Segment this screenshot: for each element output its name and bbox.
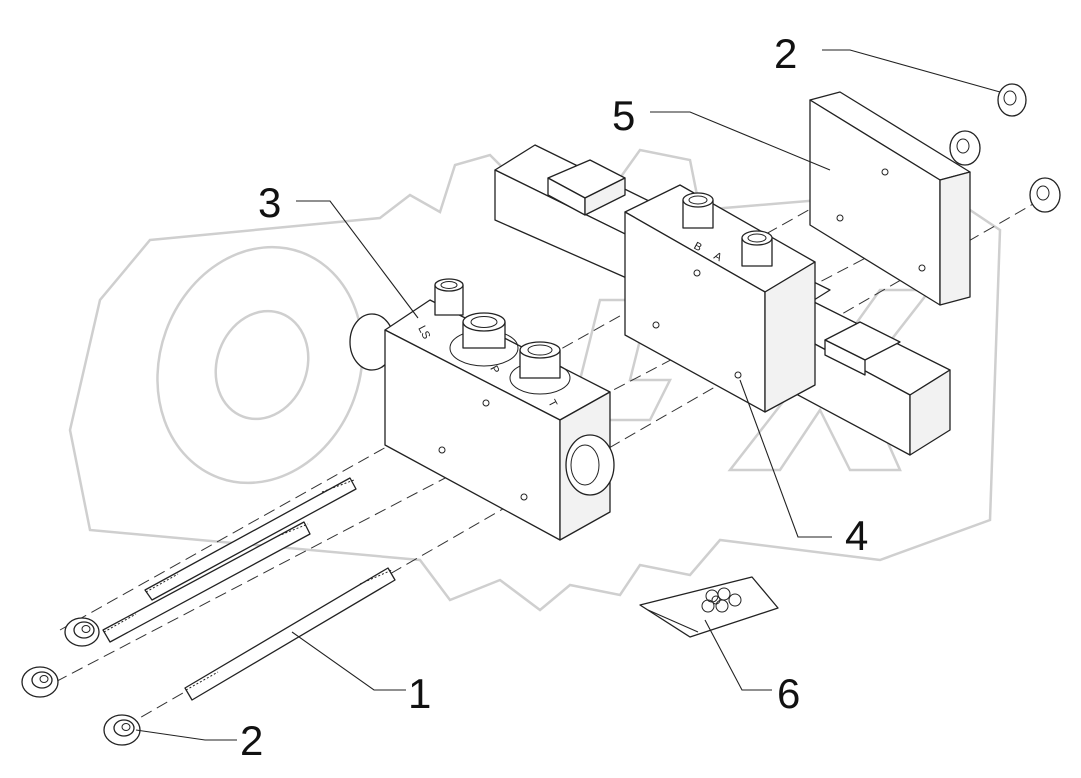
end-plate-hole-3 [918, 264, 926, 272]
rail-right-block-front [824, 339, 866, 376]
nut-left-2-bore [39, 675, 49, 683]
tie-rod-2-shaft [102, 521, 311, 643]
end-plate-hole-2 [836, 214, 844, 222]
port-a [741, 230, 773, 267]
tie-rod-1 [144, 477, 357, 601]
watermark-o-inner [214, 309, 310, 421]
port-b-top [682, 192, 714, 208]
o-ring-6 [711, 595, 721, 605]
tie-rod-1-thread-b [321, 479, 355, 493]
port-a-bore [747, 233, 767, 243]
nut-left-3-bore [121, 723, 131, 731]
nut-right-3-flange [1029, 177, 1061, 213]
port-ls-top [434, 278, 464, 292]
o-ring-3 [728, 593, 742, 607]
leader-5 [650, 111, 831, 171]
port-label-ls: LS [415, 324, 432, 342]
part-2-nuts-right [949, 83, 1061, 213]
seal-kit-bag-edge [647, 609, 699, 633]
nut-right-1 [997, 83, 1027, 117]
nut-right-1-bore [1003, 90, 1017, 106]
leader-2-top [822, 49, 1001, 93]
nut-right-2-bore [956, 138, 970, 154]
tie-rod-1-shaft [144, 477, 357, 601]
part-2-nuts-left [21, 617, 141, 746]
tie-rod-3-thread-b [359, 569, 393, 585]
port-a-top [741, 230, 773, 246]
port-b [682, 192, 714, 229]
tie-rod-2-thread-b [277, 523, 309, 537]
inlet-end-plug [565, 434, 615, 496]
inlet-end-plug-body [565, 434, 615, 496]
callout-4: 4 [845, 512, 868, 559]
rail-block-side [584, 177, 626, 216]
nut-left-2 [21, 666, 59, 698]
leader-lines [135, 49, 1001, 741]
nut-right-3-bore [1036, 185, 1050, 201]
callout-6: 6 [777, 670, 800, 717]
leader-2-bottom [135, 729, 237, 741]
end-plate-hole-1 [881, 168, 889, 176]
leader-1 [291, 631, 406, 691]
part-1-tie-rods [102, 477, 396, 701]
nut-right-2 [949, 130, 981, 166]
port-ls [434, 278, 464, 316]
valve-body-hole-1 [693, 269, 701, 277]
valve-body-hole-3 [734, 371, 742, 379]
tie-rod-3-shaft [184, 567, 396, 701]
callout-2-bottom: 2 [240, 717, 263, 764]
port-t-top [519, 341, 561, 359]
valve-body-hole-2 [652, 321, 660, 329]
port-b-bore [688, 195, 708, 205]
port-ls-bore [440, 281, 458, 289]
nut-left-1-hex [73, 621, 95, 639]
port-p-bore [470, 316, 498, 328]
nut-left-3-hex [113, 719, 135, 737]
inlet-end-plug-face [570, 444, 600, 486]
tie-rod-3 [184, 567, 396, 701]
port-p-top [462, 312, 506, 332]
valve-body-side [764, 261, 816, 413]
callout-1: 1 [408, 670, 431, 717]
tie-rod-2 [102, 521, 311, 643]
nut-left-1-bore [81, 625, 91, 633]
port-t [509, 341, 571, 395]
nut-right-3 [1029, 177, 1061, 213]
callout-2-top: 2 [774, 30, 797, 77]
leader-6 [704, 619, 772, 691]
part-4-valve-body: B A [624, 184, 816, 413]
callout-3: 3 [258, 179, 281, 226]
callout-5: 5 [612, 92, 635, 139]
leader-3 [296, 200, 419, 319]
nut-left-1 [64, 617, 100, 647]
leader-4 [739, 379, 832, 538]
nut-left-3 [103, 714, 141, 746]
nut-right-1-flange [997, 83, 1027, 117]
watermark-o-outer [156, 245, 364, 485]
end-plate-edge [939, 171, 971, 306]
port-label-t: T [545, 398, 559, 410]
inlet-hole-3 [520, 493, 528, 501]
inlet-hole-1 [482, 399, 490, 407]
rail-right-end [909, 369, 951, 456]
o-ring-4 [701, 599, 715, 613]
part-6-seal-kit [639, 576, 779, 638]
port-p [449, 312, 519, 367]
nut-right-2-flange [949, 130, 981, 166]
callouts: 2 5 3 4 1 6 2 [240, 30, 868, 764]
watermark-gear [68, 148, 1002, 612]
o-ring-5 [715, 599, 729, 613]
nut-left-2-hex [31, 671, 53, 689]
port-t-bore [527, 344, 553, 356]
part-3-inlet-section: LS P T [349, 278, 615, 541]
inlet-hole-2 [438, 446, 446, 454]
